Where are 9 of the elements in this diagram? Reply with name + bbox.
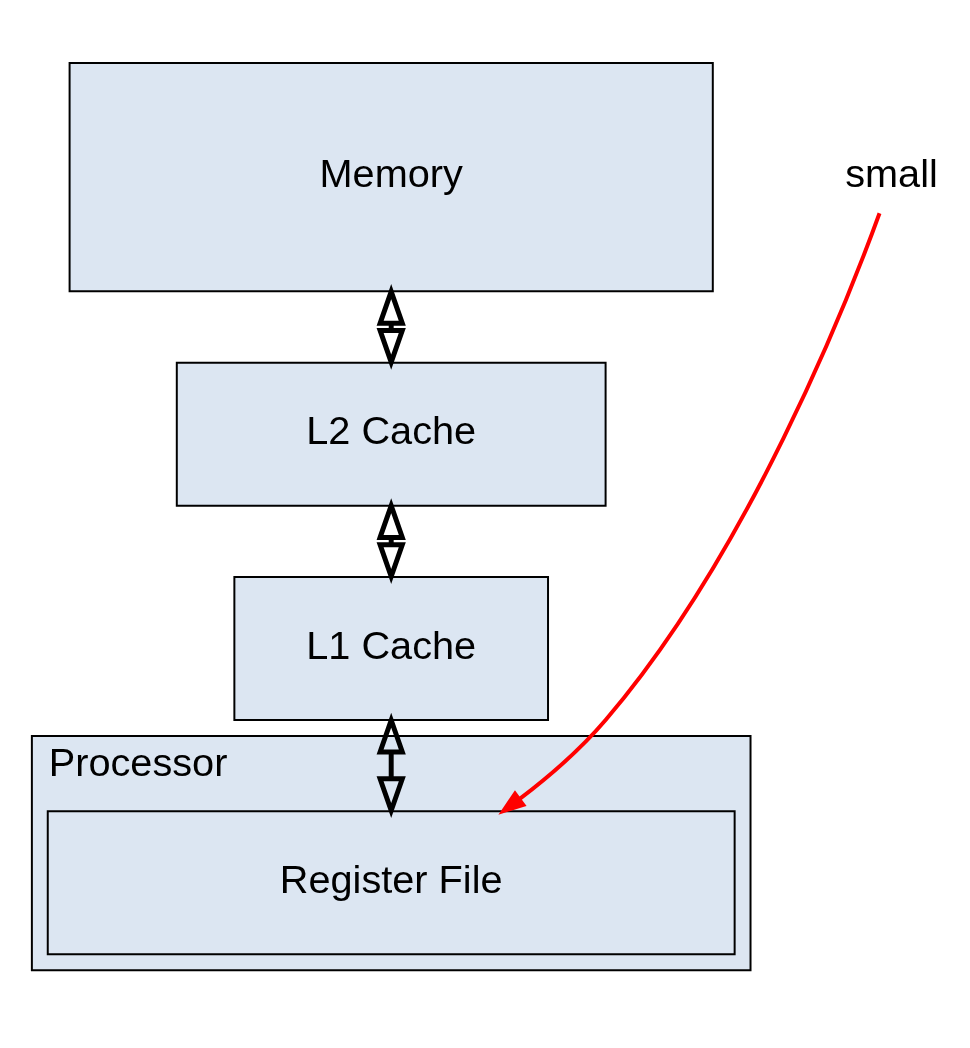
arrow [376, 712, 406, 818]
arrow [376, 497, 406, 584]
node-box: L2 Cache [175, 361, 607, 507]
arrow [376, 283, 406, 370]
node-box: Register File [46, 809, 736, 955]
node-box: L1 Cache [233, 575, 550, 721]
arrow [498, 212, 882, 815]
node-box: Memory [68, 61, 714, 292]
node-text: small [845, 150, 938, 195]
